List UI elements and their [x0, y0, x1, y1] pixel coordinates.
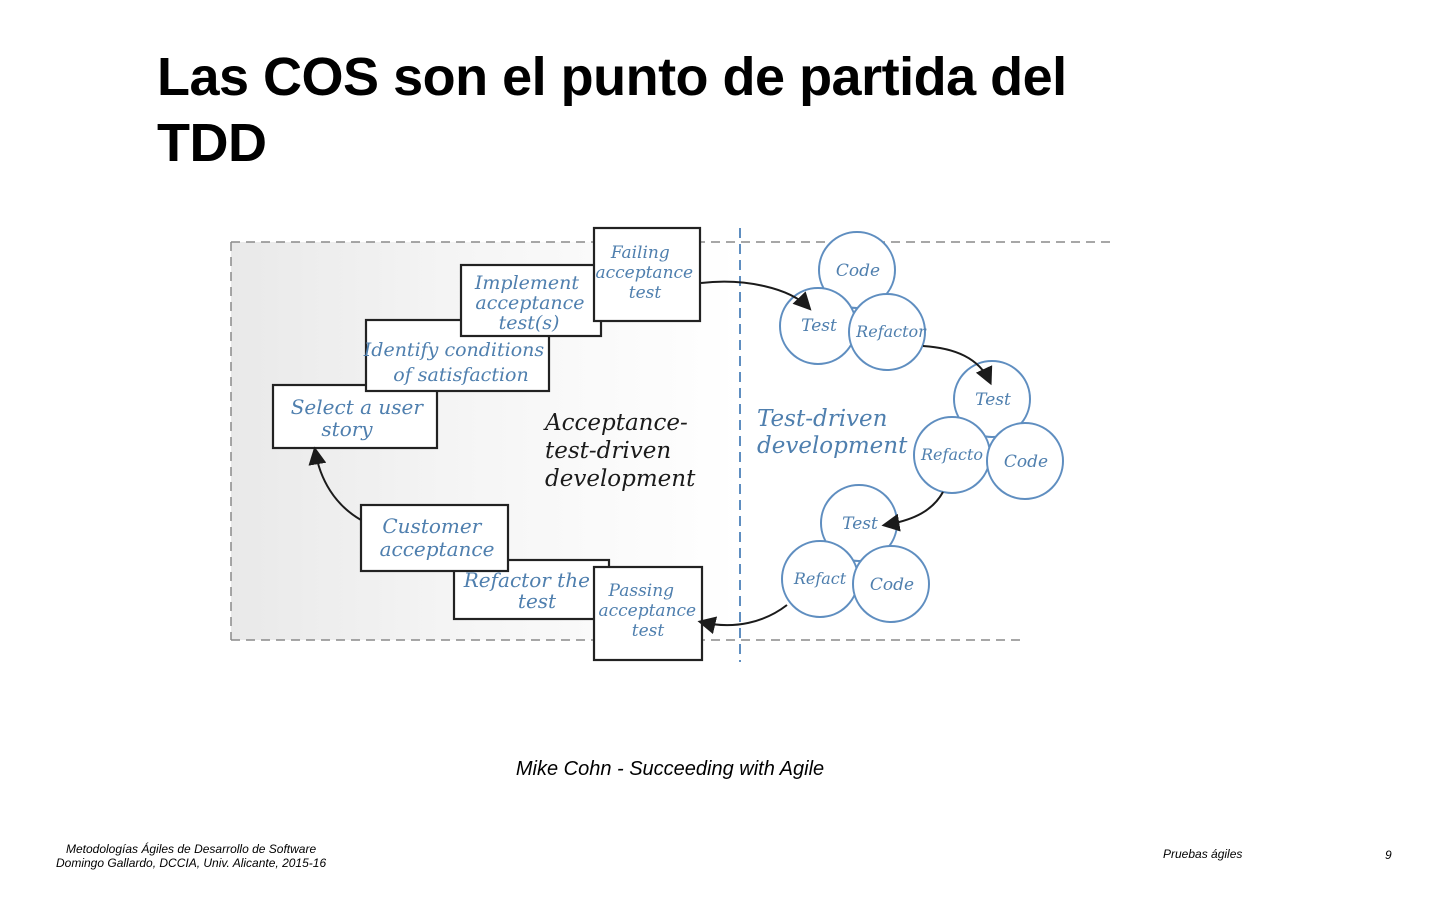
svg-text:Identify conditions of s: Identify conditions of satisfaction: [363, 339, 550, 386]
identify-conditions-line-2: of satisfaction: [393, 364, 528, 386]
step-passing-test: Passing acceptance test: [592, 565, 704, 662]
arrow-cycle1-to-cycle2: [922, 345, 993, 386]
cycle1-refactor-label: Refactor: [855, 322, 927, 341]
identify-conditions-line-1: Identify conditions: [363, 339, 545, 361]
tdd-title-line-1: Test-driven: [757, 406, 887, 432]
cycle1-code-label: Code: [836, 261, 880, 281]
cycle3-refactor-label: Refact: [793, 569, 847, 588]
select-story-line-2: story: [321, 417, 373, 441]
svg-text:Implement acceptance: Implement acceptance test(s): [474, 272, 591, 334]
failing-test-line-2: acceptance: [595, 263, 693, 283]
svg-text:Code: Code: [1004, 452, 1048, 472]
passing-test-line-2: acceptance: [598, 601, 696, 621]
customer-acceptance-line-1: Customer: [382, 514, 482, 538]
cycle1-test-label: Test: [801, 316, 837, 336]
atdd-title-line-1: Acceptance-: [543, 410, 688, 436]
svg-text:Refact: Refact: [793, 569, 847, 588]
atdd-title-line-3: development: [545, 466, 696, 492]
atdd-title: Acceptance- test-driven development: [543, 410, 696, 492]
implement-test-line-1: Implement: [474, 272, 580, 294]
cycle2-code-label: Code: [1004, 452, 1048, 472]
refactor-test-line-2: test: [518, 589, 557, 613]
footer-course-info: Metodologías Ágiles de Desarrollo de Sof…: [56, 842, 326, 870]
step-identify-conditions: Identify conditions of satisfaction: [363, 318, 551, 393]
tdd-title-line-2: development: [757, 433, 908, 459]
passing-test-line-1: Passing: [608, 581, 675, 601]
arrow-failing-to-tdd: [700, 280, 812, 311]
failing-test-line-1: Failing: [610, 243, 670, 263]
atdd-tdd-diagram: Refactor the test Customer acceptance Pa…: [230, 226, 1115, 662]
image-caption: Mike Cohn - Succeeding with Agile: [515, 758, 825, 780]
arrow-cycle2-to-cycle3: [881, 491, 944, 532]
cycle3-test-label: Test: [842, 514, 878, 534]
footer-topic: Pruebas ágiles: [1163, 847, 1243, 861]
customer-acceptance-line-2: acceptance: [380, 537, 495, 561]
svg-text:Code: Code: [836, 261, 880, 281]
footer-course: Metodologías Ágiles de Desarrollo de Sof…: [65, 842, 317, 856]
arrow-cycle3-to-passing: [697, 604, 788, 635]
step-customer-acceptance: Customer acceptance: [359, 503, 510, 573]
tdd-cycle-3: [781, 484, 930, 623]
svg-text:Refactor: Refactor: [855, 322, 927, 341]
slide-title-line-2: TDD: [157, 113, 267, 173]
atdd-title-line-2: test-driven: [545, 438, 671, 464]
svg-text:Test: Test: [842, 514, 878, 534]
step-failing-test: Failing acceptance test: [592, 226, 702, 323]
slide-title-line-1: Las COS son el punto de partida del: [157, 47, 1067, 107]
svg-text:Refactor the test: Refactor the test: [463, 568, 597, 613]
slide-title: Las COS son el punto de partida del TDD: [157, 44, 1257, 176]
page-number: 9: [1385, 848, 1392, 862]
svg-text:Select a user story: Select a user story: [291, 395, 430, 441]
footer-author: Domingo Gallardo, DCCIA, Univ. Alicante,…: [56, 856, 327, 870]
implement-test-line-2: acceptance: [475, 292, 584, 314]
select-story-line-1: Select a user: [291, 395, 425, 419]
svg-text:Customer acceptance: Customer acceptance: [380, 514, 495, 561]
flow-arrows: [308, 280, 993, 635]
implement-test-line-3: test(s): [499, 312, 560, 334]
arrow-customer-to-select: [308, 446, 362, 521]
tdd-title: Test-driven development: [757, 406, 908, 459]
svg-text:Passing acceptance: Passing acceptance test: [598, 581, 701, 641]
failing-test-line-3: test: [629, 283, 662, 303]
svg-text:Test: Test: [801, 316, 837, 336]
svg-text:Test: Test: [975, 390, 1011, 410]
cycle2-refactor-label: Refacto: [920, 445, 983, 464]
svg-text:Refacto: Refacto: [920, 445, 983, 464]
svg-text:Code: Code: [870, 575, 914, 595]
cycle2-test-label: Test: [975, 390, 1011, 410]
step-select-story: Select a user story: [271, 383, 439, 450]
tdd-cycle-2: [913, 360, 1064, 500]
cycle3-code-label: Code: [870, 575, 914, 595]
passing-test-line-3: test: [632, 621, 665, 641]
step-implement-test: Implement acceptance test(s): [459, 263, 603, 338]
svg-text:Failing acceptance: Failing acceptance test: [595, 243, 698, 303]
